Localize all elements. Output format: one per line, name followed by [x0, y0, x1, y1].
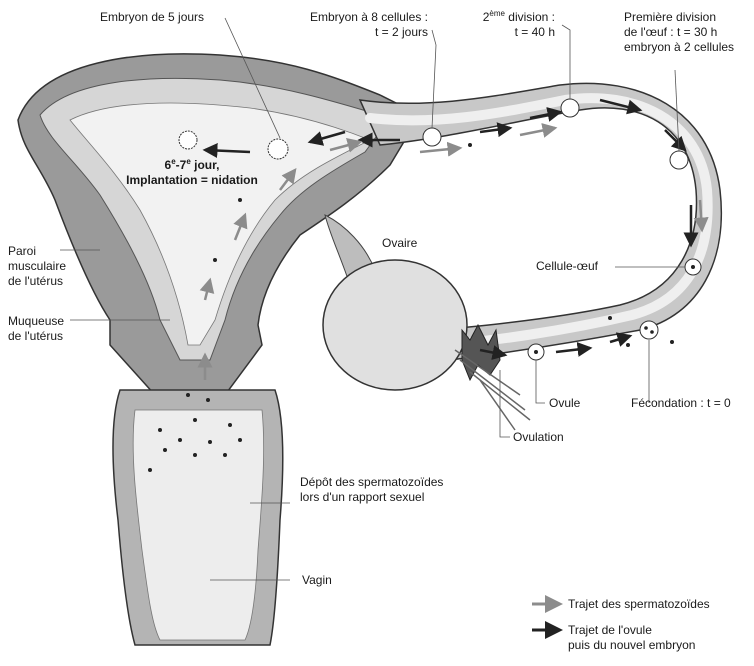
label-premiere-division: Première division de l'œuf : t = 30 h em…	[624, 10, 734, 55]
legend-sperm-label: Trajet des spermatozoïdes	[568, 597, 710, 612]
embryo-4-cells	[561, 99, 579, 117]
ovary	[323, 260, 467, 390]
label-vagin: Vagin	[302, 573, 332, 588]
label-implantation: 6e-7e jour, Implantation = nidation	[112, 158, 272, 188]
label-cellule-oeuf: Cellule-œuf	[536, 259, 598, 274]
label-ovulation: Ovulation	[513, 430, 564, 445]
label-fecondation: Fécondation : t = 0	[631, 396, 731, 411]
label-paroi-musculaire: Paroi musculaire de l'utérus	[8, 244, 66, 289]
fertilized-egg	[640, 321, 658, 339]
label-2e-division: 2ème division : t = 40 h	[465, 10, 555, 40]
label-ovaire: Ovaire	[382, 236, 417, 251]
legend-ovule-label: Trajet de l'ovule puis du nouvel embryon	[568, 623, 695, 653]
label-ovule: Ovule	[549, 396, 580, 411]
label-embryon-8-cellules: Embryon à 8 cellules : t = 2 jours	[283, 10, 428, 40]
label-embryon-5-jours: Embryon de 5 jours	[100, 10, 204, 25]
label-muqueuse: Muqueuse de l'utérus	[8, 314, 64, 344]
embryo-8-cells	[423, 128, 441, 146]
embryo-implanted	[179, 131, 197, 149]
label-depot-spermatozoides: Dépôt des spermatozoïdes lors d'un rappo…	[300, 475, 443, 505]
vagina-cavity	[133, 410, 264, 640]
embryo-5-days	[268, 139, 288, 159]
embryo-2-cells	[670, 151, 688, 169]
